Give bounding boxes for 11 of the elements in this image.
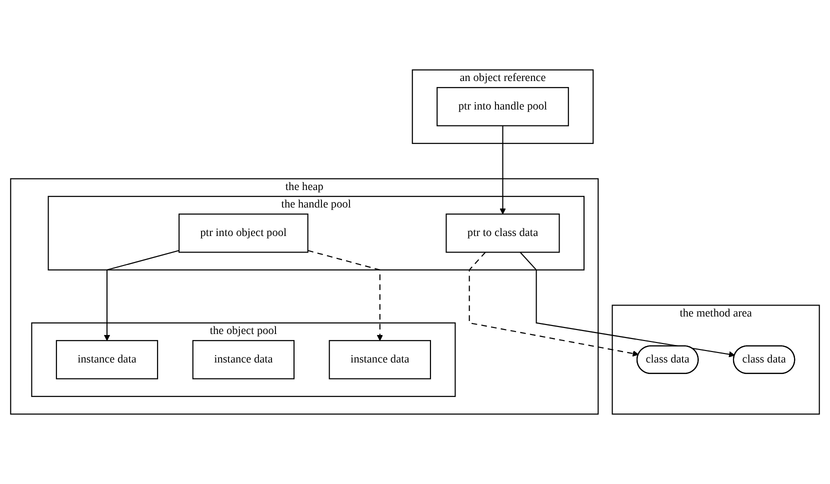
- arrow: [104, 250, 180, 341]
- node-box: instance data: [56, 340, 158, 380]
- arrow: [520, 252, 735, 358]
- arrow: [500, 126, 506, 214]
- arrow: [468, 252, 639, 357]
- node-box: instance data: [328, 340, 431, 380]
- node-box: ptr into handle pool: [436, 87, 569, 126]
- node-box: ptr into object pool: [178, 214, 308, 253]
- node-box: ptr to class data: [446, 214, 560, 253]
- arrow: [308, 250, 384, 341]
- node-box: instance data: [192, 340, 295, 380]
